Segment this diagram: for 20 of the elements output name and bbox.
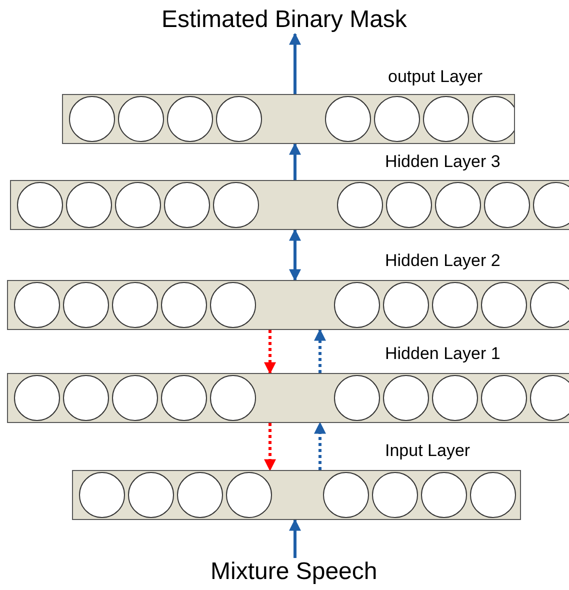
output-label: Estimated Binary Mask — [162, 6, 407, 34]
layer-bar — [10, 180, 569, 230]
layer-label: Hidden Layer 1 — [385, 344, 500, 364]
arrow — [289, 518, 301, 558]
layer-bar — [7, 373, 569, 423]
layer-bar — [7, 280, 569, 330]
arrow — [314, 422, 326, 470]
input-label: Mixture Speech — [210, 558, 378, 586]
arrow — [314, 328, 326, 373]
layer-label: output Layer — [388, 67, 483, 87]
arrow — [264, 423, 276, 472]
layer-bar — [72, 470, 521, 520]
arrow — [289, 142, 301, 180]
layer-label: Hidden Layer 3 — [385, 152, 500, 172]
layer-bar — [62, 94, 515, 144]
arrow — [289, 228, 301, 282]
arrow — [264, 330, 276, 374]
layer-label: Hidden Layer 2 — [385, 251, 500, 271]
arrow — [289, 32, 301, 94]
layer-label: Input Layer — [385, 441, 470, 461]
